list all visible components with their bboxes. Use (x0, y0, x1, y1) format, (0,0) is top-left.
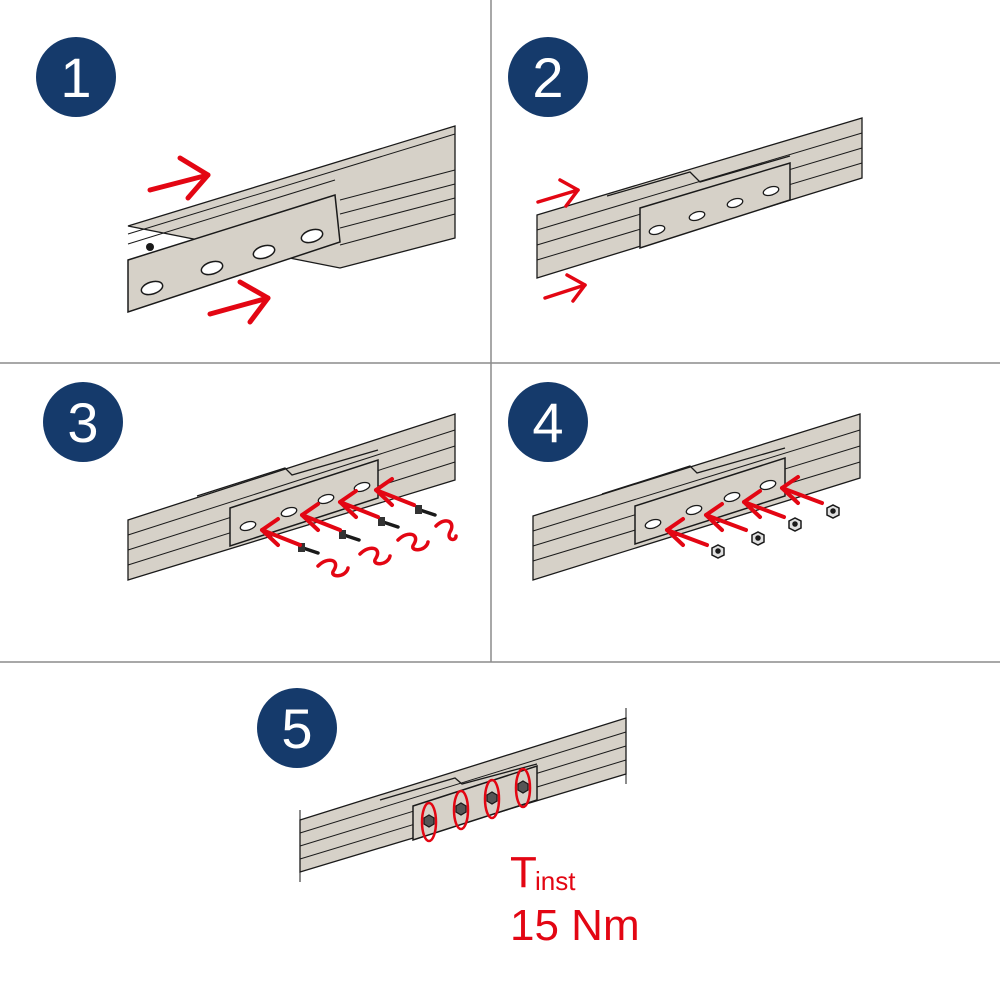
arrow-icon (543, 273, 587, 303)
slot-hole (688, 210, 706, 222)
slot-hole (726, 197, 744, 209)
arrow-icon (374, 477, 416, 507)
bolt-icon (455, 802, 467, 816)
arrow-icon (704, 502, 748, 532)
arrow-icon (147, 155, 211, 201)
arrow-icon (260, 517, 302, 547)
torque-value: 15 Nm (510, 901, 640, 950)
bolt-icon (415, 505, 437, 517)
slot-hole (759, 479, 777, 491)
slot-hole (685, 504, 703, 516)
splice-plate (634, 456, 786, 546)
arrow-icon (207, 279, 271, 325)
splice-plate (127, 194, 341, 314)
bolt-icon (339, 530, 361, 542)
rotation-arrow-icon (514, 767, 532, 809)
bolt-icon (517, 780, 529, 794)
nut-icon (826, 504, 840, 519)
step-number-4: 4 (532, 391, 563, 454)
splice-plate (412, 764, 538, 842)
bolt-icon (423, 814, 435, 828)
arrow-icon (780, 475, 824, 505)
step-badge-5: 5 (257, 688, 337, 768)
slot-hole (200, 260, 224, 276)
rotation-arrow-icon (358, 546, 392, 566)
torque-subscript: inst (535, 866, 576, 896)
arrow-icon (742, 489, 786, 519)
step-number-2: 2 (532, 46, 563, 109)
bolt-icon (378, 517, 400, 529)
panel-step-5: 5 T inst 15 Nm (257, 688, 640, 950)
slot-hole (762, 185, 780, 197)
step-number-1: 1 (60, 46, 91, 109)
bolt-icon (486, 791, 498, 805)
step-badge-1: 1 (36, 37, 116, 117)
rotation-arrow-icon (316, 558, 350, 578)
arrow-icon (338, 489, 380, 519)
step-number-3: 3 (67, 391, 98, 454)
slot-hole (644, 518, 662, 530)
arrow-icon (665, 517, 709, 547)
bolt-icon (298, 543, 320, 555)
slot-hole (140, 280, 164, 296)
nut-icon (711, 544, 725, 559)
torque-symbol: T (510, 848, 537, 897)
splice-plate (639, 161, 791, 250)
panel-step-1: 1 (36, 37, 456, 325)
rotation-arrow-icon (434, 519, 458, 542)
rotation-arrow-icon (452, 789, 470, 831)
arrow-icon (536, 178, 580, 208)
slot-hole (353, 481, 371, 493)
rotation-arrow-icon (483, 778, 501, 820)
rotation-arrow-icon (420, 801, 438, 843)
nut-icon (788, 517, 802, 532)
panel-step-2: 2 (508, 37, 863, 303)
slot-hole (300, 228, 324, 244)
step-badge-4: 4 (508, 382, 588, 462)
slot-hole (239, 520, 257, 532)
step-number-5: 5 (281, 697, 312, 760)
slot-hole (252, 244, 276, 260)
rotation-arrow-icon (396, 532, 430, 552)
step-badge-3: 3 (43, 382, 123, 462)
panel-step-4: 4 (508, 382, 861, 581)
slot-hole (648, 224, 666, 236)
nut-icon (751, 531, 765, 546)
arrow-icon (300, 502, 342, 532)
slot-hole (280, 506, 298, 518)
slot-hole (723, 491, 741, 503)
slot-hole (317, 493, 335, 505)
panel-step-3: 3 (43, 382, 458, 581)
step-badge-2: 2 (508, 37, 588, 117)
